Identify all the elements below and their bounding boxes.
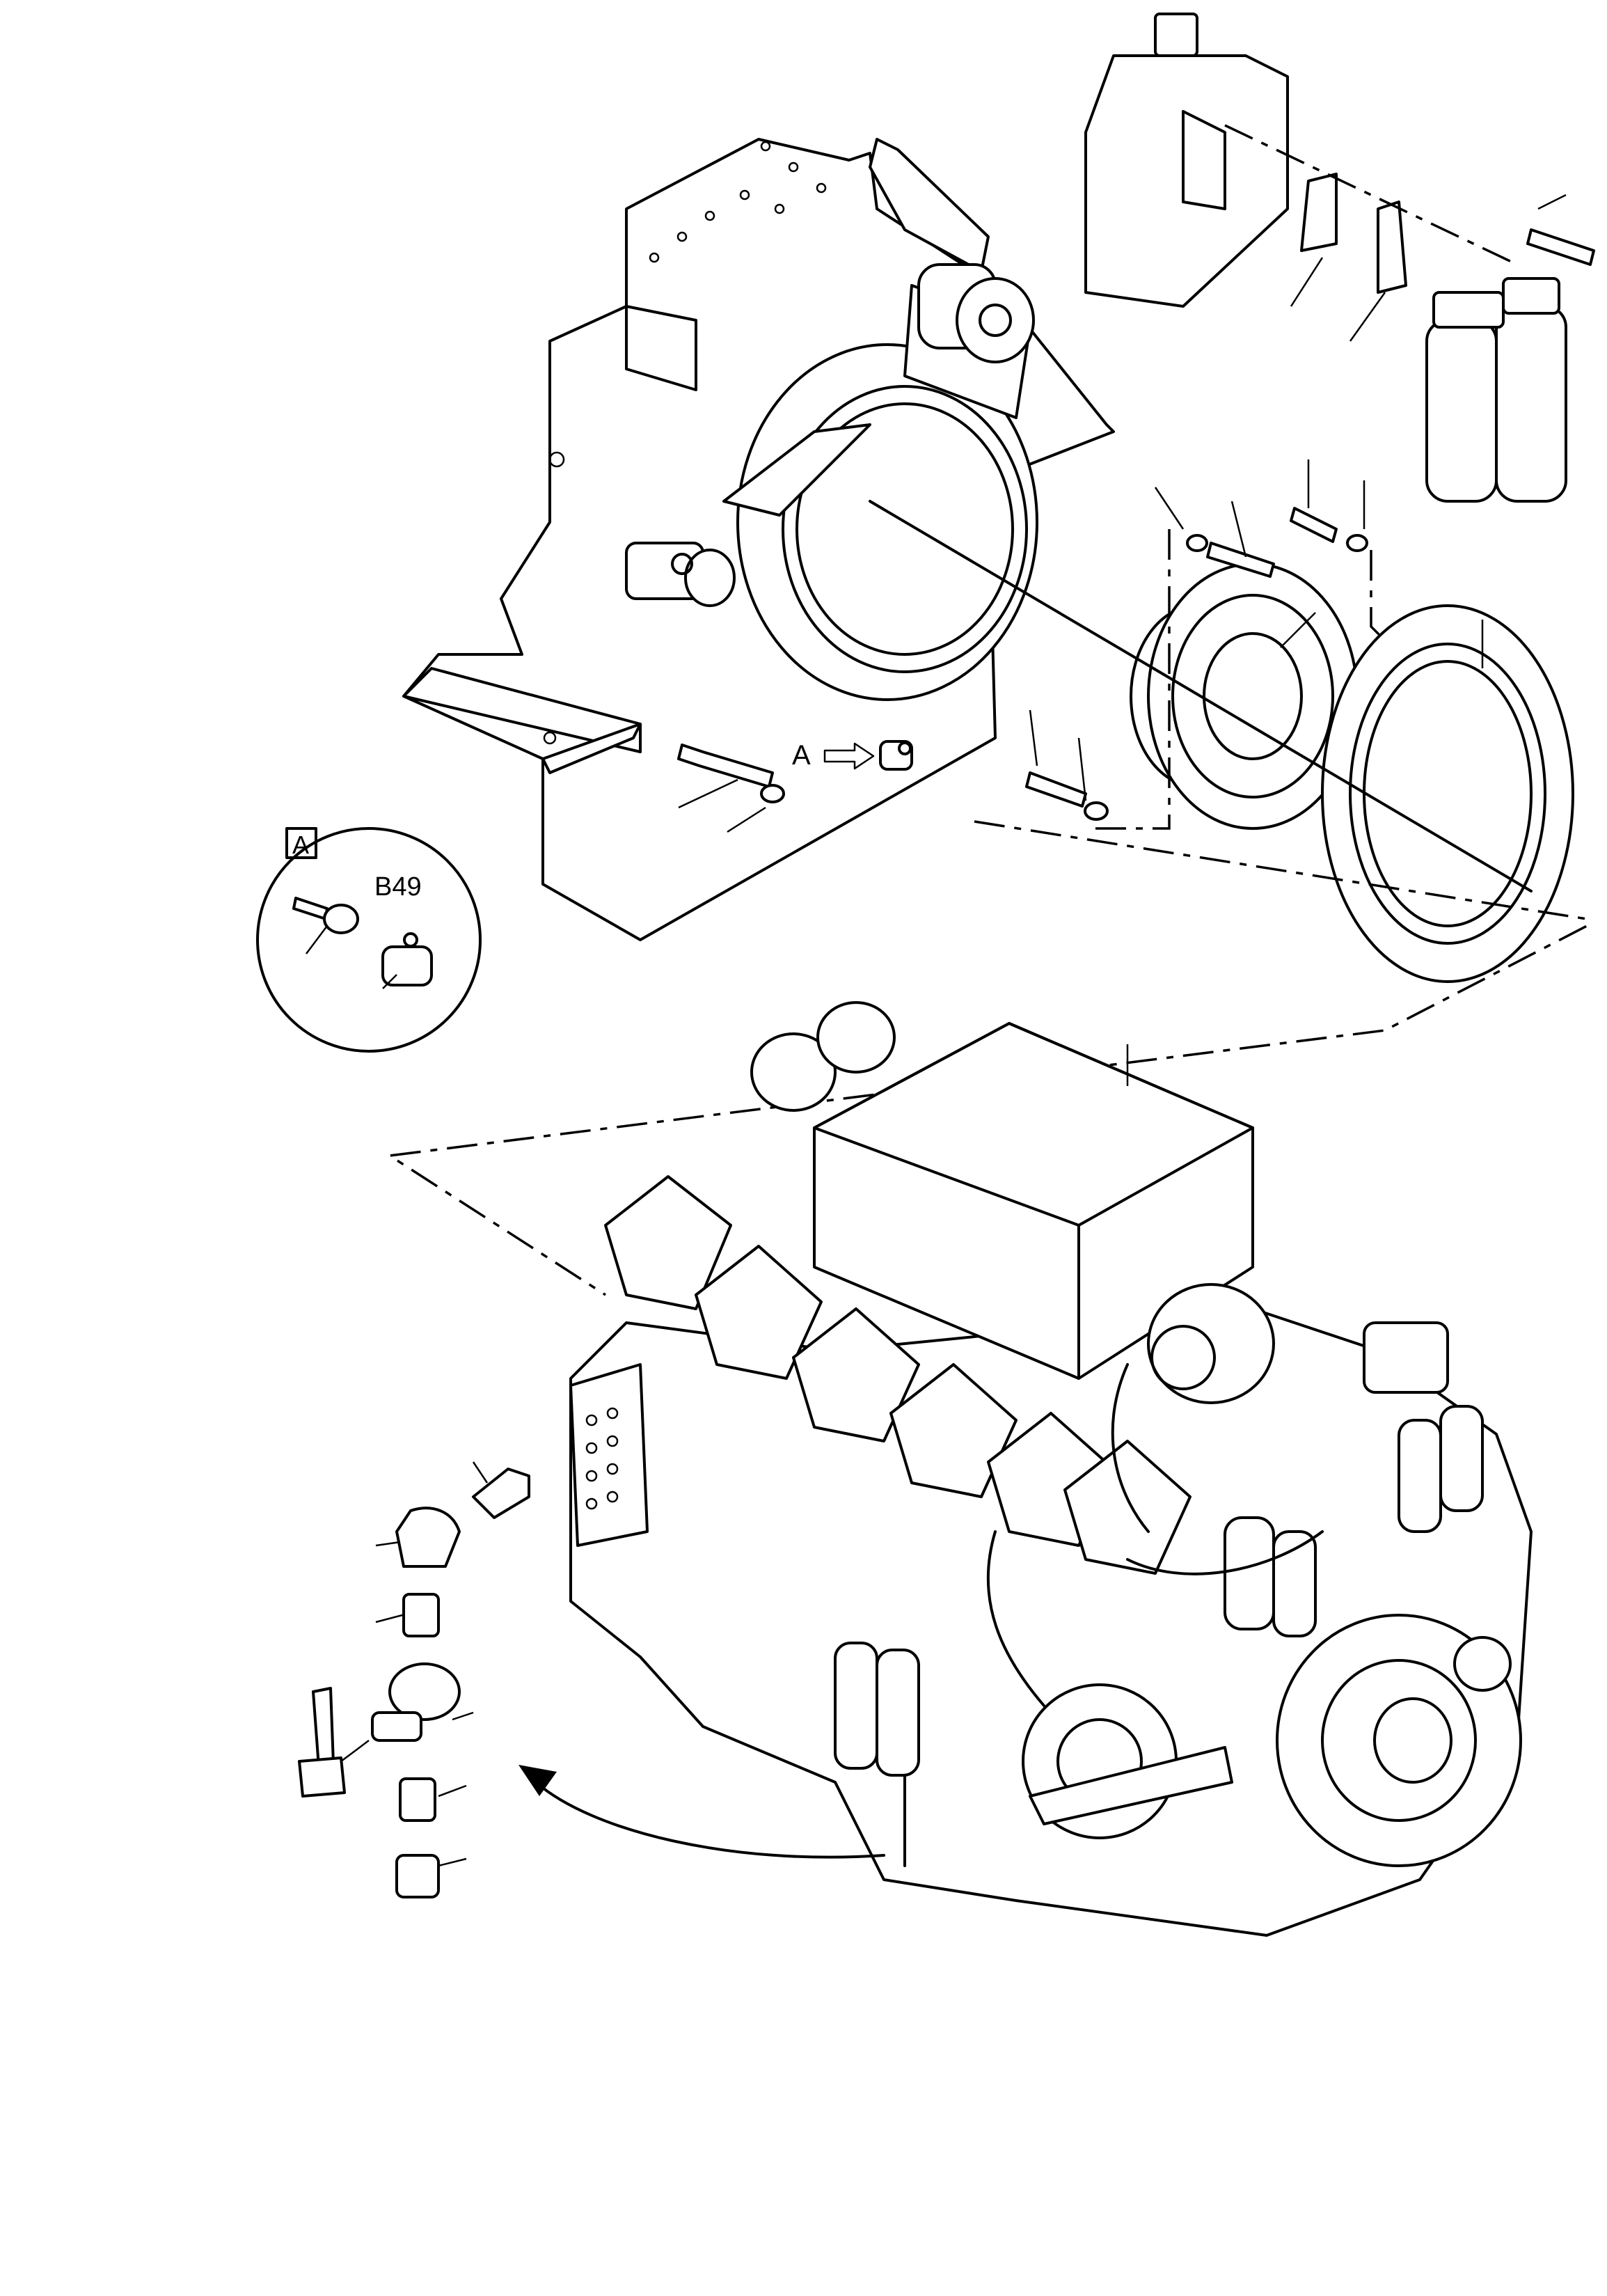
detail-box-label: A	[292, 831, 309, 859]
sensor-code-label: B49	[374, 872, 422, 902]
housing-holes	[543, 141, 827, 745]
side-valve	[625, 542, 736, 607]
housing-bolt	[677, 744, 785, 833]
gearbox-housing: A	[402, 138, 1115, 941]
oil-tank-assembly	[1084, 13, 1595, 503]
view-marker-label: A	[792, 740, 811, 771]
curved-arrow-icon	[518, 1765, 885, 1859]
engine-block	[569, 1001, 1533, 1937]
clutch-actuator	[917, 263, 1035, 363]
end-plate-holes	[585, 1407, 619, 1510]
detail-view-a: A B49	[256, 827, 482, 1053]
sensor-view-a	[879, 740, 913, 771]
coupling-assembly	[869, 459, 1574, 983]
detail-box	[285, 827, 317, 859]
view-arrow-icon	[823, 742, 875, 770]
drain-fitting-assembly	[298, 1461, 530, 1898]
assembly-outline	[386, 820, 1588, 1296]
